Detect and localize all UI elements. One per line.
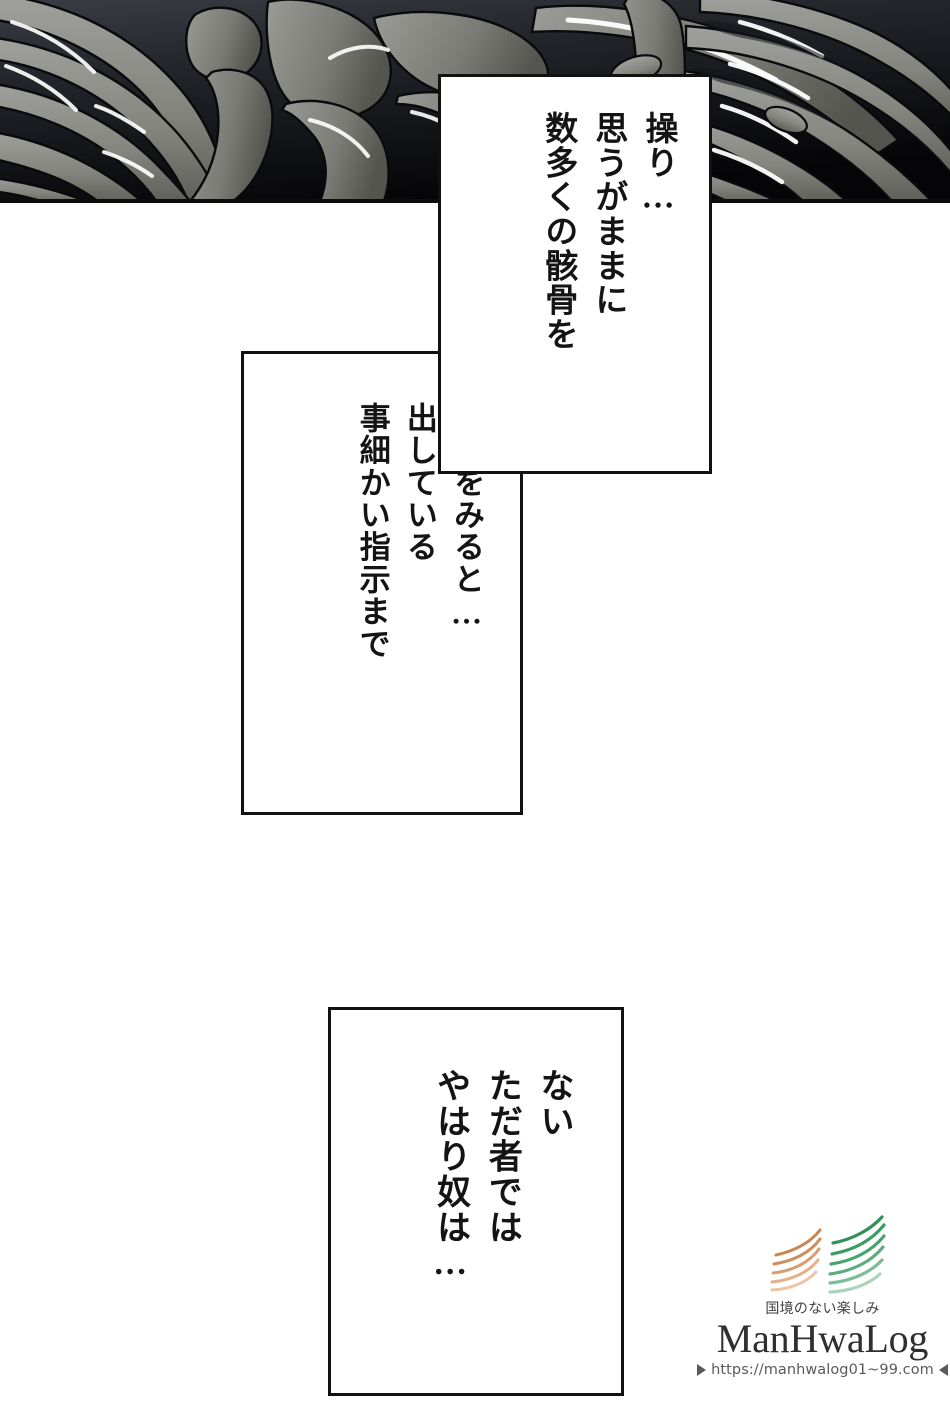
watermark-tagline: 国境のない楽しみ (765, 1301, 880, 1317)
watermark-url-row: https://manhwalog01~99.com (697, 1362, 948, 1379)
speech-bubble-1-text: 操り… 思うがままに 数多くの骸骨を (539, 111, 676, 352)
speech-bubble-3: ない ただ者では やはり奴は… (328, 1007, 624, 1396)
triangle-right-icon (697, 1364, 707, 1377)
watermark-brand: ManHwaLog (716, 1316, 929, 1362)
speech-bubble-1: 操り… 思うがままに 数多くの骸骨を (438, 74, 712, 474)
triangle-left-icon (938, 1364, 948, 1377)
watermark-url: https://manhwalog01~99.com (711, 1362, 934, 1379)
site-watermark: 国境のない楽しみ ManHwaLog https://manhwalog01~9… (697, 1214, 948, 1379)
speech-bubble-2-text: 様子をみると… 出している 事細かい指示まで (354, 402, 484, 660)
speech-bubble-3-text: ない ただ者では やはり奴は… (431, 1068, 572, 1284)
manhwalog-logo-icon (770, 1215, 886, 1294)
